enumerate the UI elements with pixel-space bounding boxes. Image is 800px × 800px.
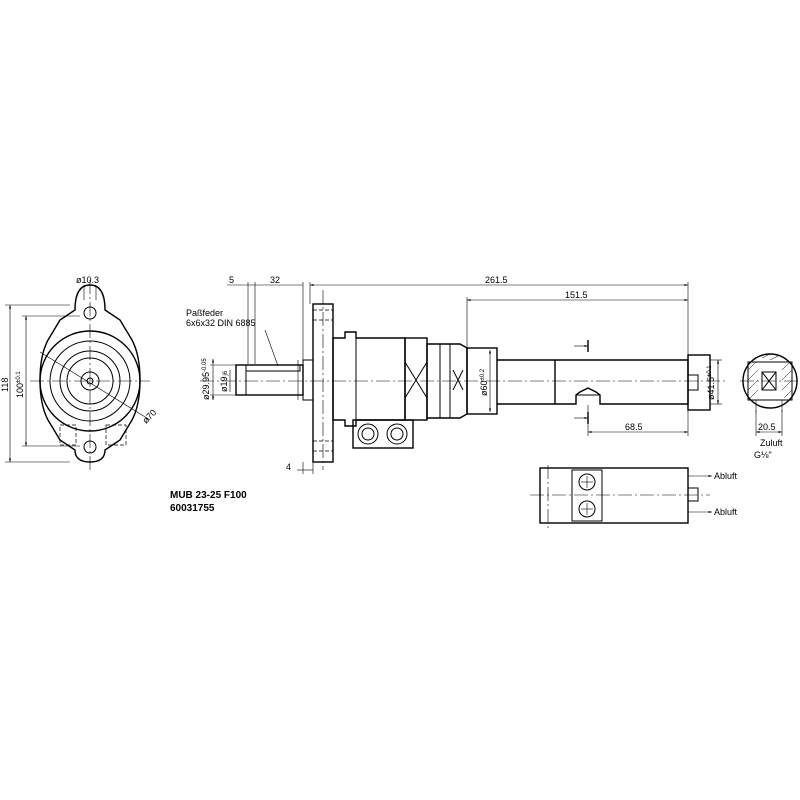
dim-pitch-100-value: 100 (15, 383, 25, 398)
flange-thin-plate (302, 359, 314, 401)
part-number: 60031755 (170, 503, 215, 514)
output-tube (497, 359, 689, 405)
section-detail: 20.5 Zuluft G⅛" (740, 353, 800, 460)
dim-dia-29-95-value: ø29.95 (201, 372, 211, 400)
dim-68-5: 68.5 (625, 422, 643, 432)
key-label-line1: Paßfeder (186, 308, 223, 318)
exhaust-label-bottom: Abluft (714, 507, 738, 517)
dim-dia-29-95: ø29.95-0.05 (201, 358, 211, 400)
end-port (687, 374, 699, 391)
exhaust-end-port (687, 487, 699, 502)
exhaust-body (539, 467, 689, 524)
dim-dia-19-tol: j6 (223, 370, 229, 376)
port-right-inner (390, 427, 404, 441)
port-left (357, 423, 379, 445)
dim-dia-41-5-value: ø41.5 (706, 377, 716, 400)
key-label-line2: 6x6x32 DIN 6885 (186, 318, 256, 328)
rotor-housing (332, 331, 406, 427)
dim-5: 5 (229, 275, 234, 285)
dim-151-5: 151.5 (565, 290, 588, 300)
supply-thread-label: G⅛" (754, 450, 772, 460)
port-boss-right (105, 424, 127, 446)
part-title: MUB 23-25 F100 (170, 490, 247, 501)
exhaust-port-bottom (578, 500, 596, 518)
dim-20-5: 20.5 (758, 422, 776, 432)
port-block (352, 419, 414, 449)
dim-dia-60-value: ø60 (479, 380, 489, 396)
dim-dia-19: ø19j6 (219, 370, 229, 392)
dim-pitch-100-tol: ±0.1 (16, 371, 22, 383)
exhaust-label-top: Abluft (714, 471, 738, 481)
exhaust-port-top (578, 473, 596, 491)
supply-label: Zuluft (760, 438, 783, 448)
dim-dia-41-5: ø41.5±0.1 (706, 365, 716, 400)
dim-dia-60: ø60±0.2 (479, 368, 489, 396)
port-right (386, 423, 408, 445)
dim-height-118: 118 (0, 378, 10, 392)
port-boss-left (59, 424, 77, 446)
port-left-inner (361, 427, 375, 441)
exhaust-block (571, 469, 603, 522)
front-view: ø10.3 118 100±0.1 ø70 (0, 275, 158, 470)
dim-pitch-100: 100±0.1 (15, 371, 25, 398)
side-view: 5 32 261.5 151.5 4 Paßfeder 6x6x32 DIN 6… (186, 275, 725, 474)
dim-dia-19-value: ø19 (219, 376, 229, 392)
exhaust-view: Abluft Abluft (530, 465, 738, 528)
dim-dia-29-95-tol: -0.05 (202, 358, 208, 372)
key-feather (245, 364, 301, 372)
bore-leader (39, 351, 151, 421)
dim-32: 32 (270, 275, 280, 285)
dim-dia-60-tol: ±0.2 (480, 368, 486, 380)
dim-bore-70: ø70 (140, 407, 158, 425)
dim-dia-41-5-tol: ±0.1 (707, 365, 713, 377)
dim-hole-dia: ø10.3 (76, 275, 99, 285)
dim-261-5: 261.5 (485, 275, 508, 285)
dim-4: 4 (286, 462, 291, 472)
bearing-section (404, 337, 428, 421)
